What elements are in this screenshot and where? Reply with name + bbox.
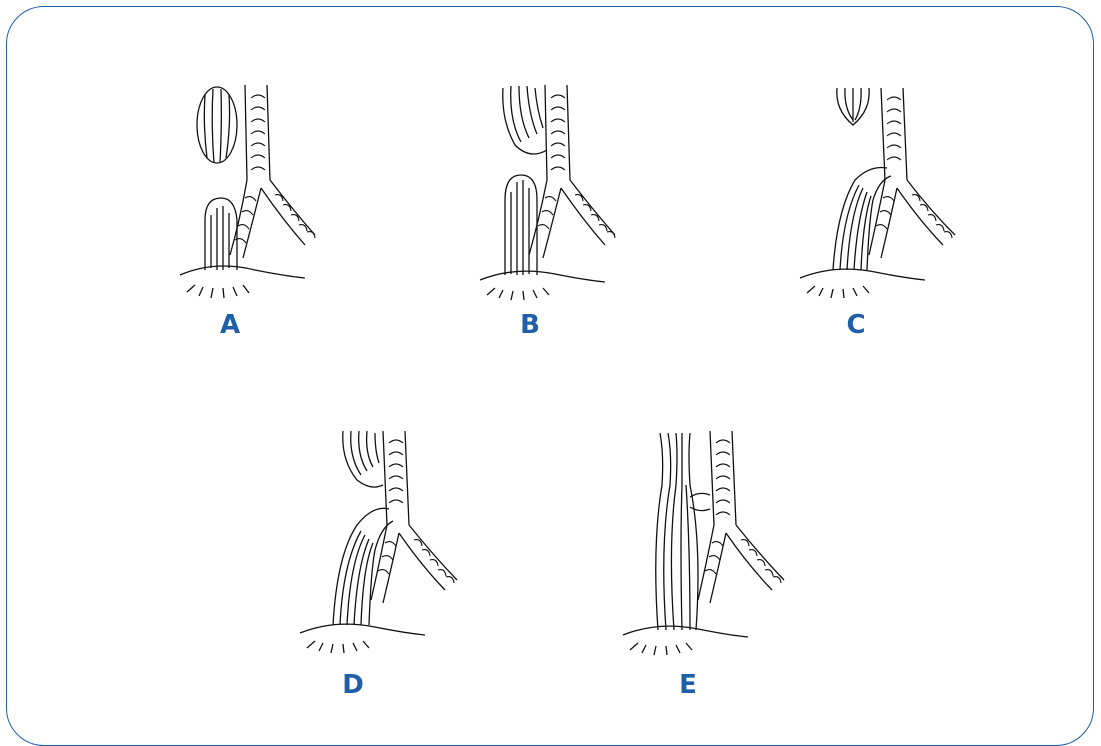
panel-label-d: D: [323, 670, 383, 700]
illustration-d: [295, 425, 465, 655]
illustration-a: [175, 80, 345, 300]
panel-b: [475, 80, 645, 300]
panel-label-e: E: [658, 670, 718, 700]
panel-label-b: B: [500, 310, 560, 340]
panel-label-c: C: [826, 310, 886, 340]
illustration-e: [618, 425, 788, 655]
illustration-b: [475, 80, 645, 300]
panel-d: [295, 425, 465, 655]
panel-e: [618, 425, 788, 655]
illustration-c: [795, 80, 965, 300]
panel-a: [175, 80, 345, 300]
panel-label-a: A: [200, 310, 260, 340]
panel-c: [795, 80, 965, 300]
